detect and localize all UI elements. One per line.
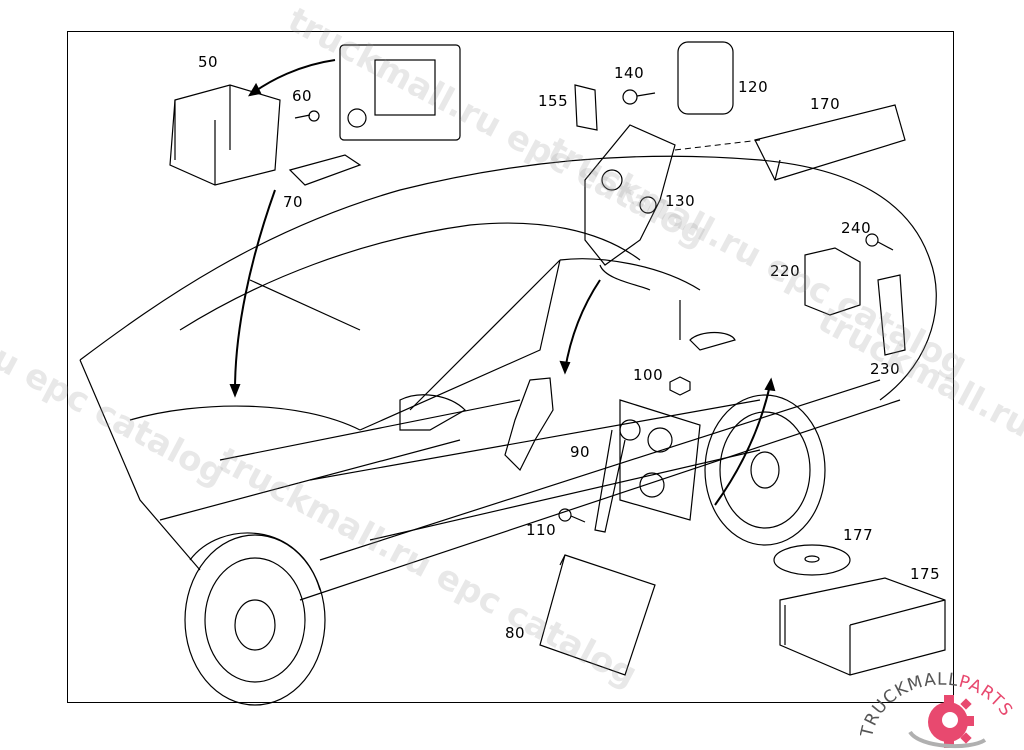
part-label-155: 155 bbox=[538, 92, 569, 110]
rear-wheel bbox=[704, 394, 826, 546]
part-label-50: 50 bbox=[198, 53, 219, 71]
remote-key-70 bbox=[288, 154, 362, 186]
bolt-140 bbox=[622, 89, 656, 105]
screw-240 bbox=[865, 233, 894, 251]
gear-icon bbox=[908, 695, 987, 749]
car-outline bbox=[79, 155, 937, 601]
navigation-unit-175 bbox=[779, 577, 946, 676]
handset-cradle-130 bbox=[584, 124, 676, 291]
bracket-90 bbox=[594, 399, 701, 533]
part-label-140: 140 bbox=[614, 64, 645, 82]
cradle-holder bbox=[504, 377, 554, 472]
front-wheel bbox=[184, 532, 326, 706]
part-label-240: 240 bbox=[841, 219, 872, 237]
part-label-120: 120 bbox=[738, 78, 769, 96]
diagram-frame bbox=[67, 31, 954, 703]
screw-60 bbox=[294, 110, 320, 122]
part-label-177: 177 bbox=[843, 526, 874, 544]
part-label-230: 230 bbox=[870, 360, 901, 378]
relay-holder-230 bbox=[877, 274, 906, 356]
part-label-130: 130 bbox=[665, 192, 696, 210]
speaker-120 bbox=[677, 41, 734, 115]
leader-arrows bbox=[229, 59, 776, 506]
clip-155 bbox=[574, 84, 598, 131]
part-label-175: 175 bbox=[910, 565, 941, 583]
screw-110 bbox=[558, 508, 586, 523]
part-label-220: 220 bbox=[770, 262, 801, 280]
part-label-90: 90 bbox=[570, 443, 591, 461]
part-label-60: 60 bbox=[292, 87, 313, 105]
part-label-170: 170 bbox=[810, 95, 841, 113]
navigation-cd-177 bbox=[773, 544, 851, 576]
control-unit-50 bbox=[169, 84, 281, 186]
part-label-110: 110 bbox=[526, 521, 557, 539]
part-label-80: 80 bbox=[505, 624, 526, 642]
radio-module-80 bbox=[539, 554, 656, 676]
part-label-100: 100 bbox=[633, 366, 664, 384]
truckmall-parts-logo: TRUCKMALLPARTS bbox=[860, 670, 1016, 749]
relay-220 bbox=[804, 247, 861, 316]
telephone-control-unit-170 bbox=[754, 104, 906, 181]
part-label-70: 70 bbox=[283, 193, 304, 211]
nut-100 bbox=[669, 376, 691, 396]
head-unit bbox=[339, 44, 461, 141]
